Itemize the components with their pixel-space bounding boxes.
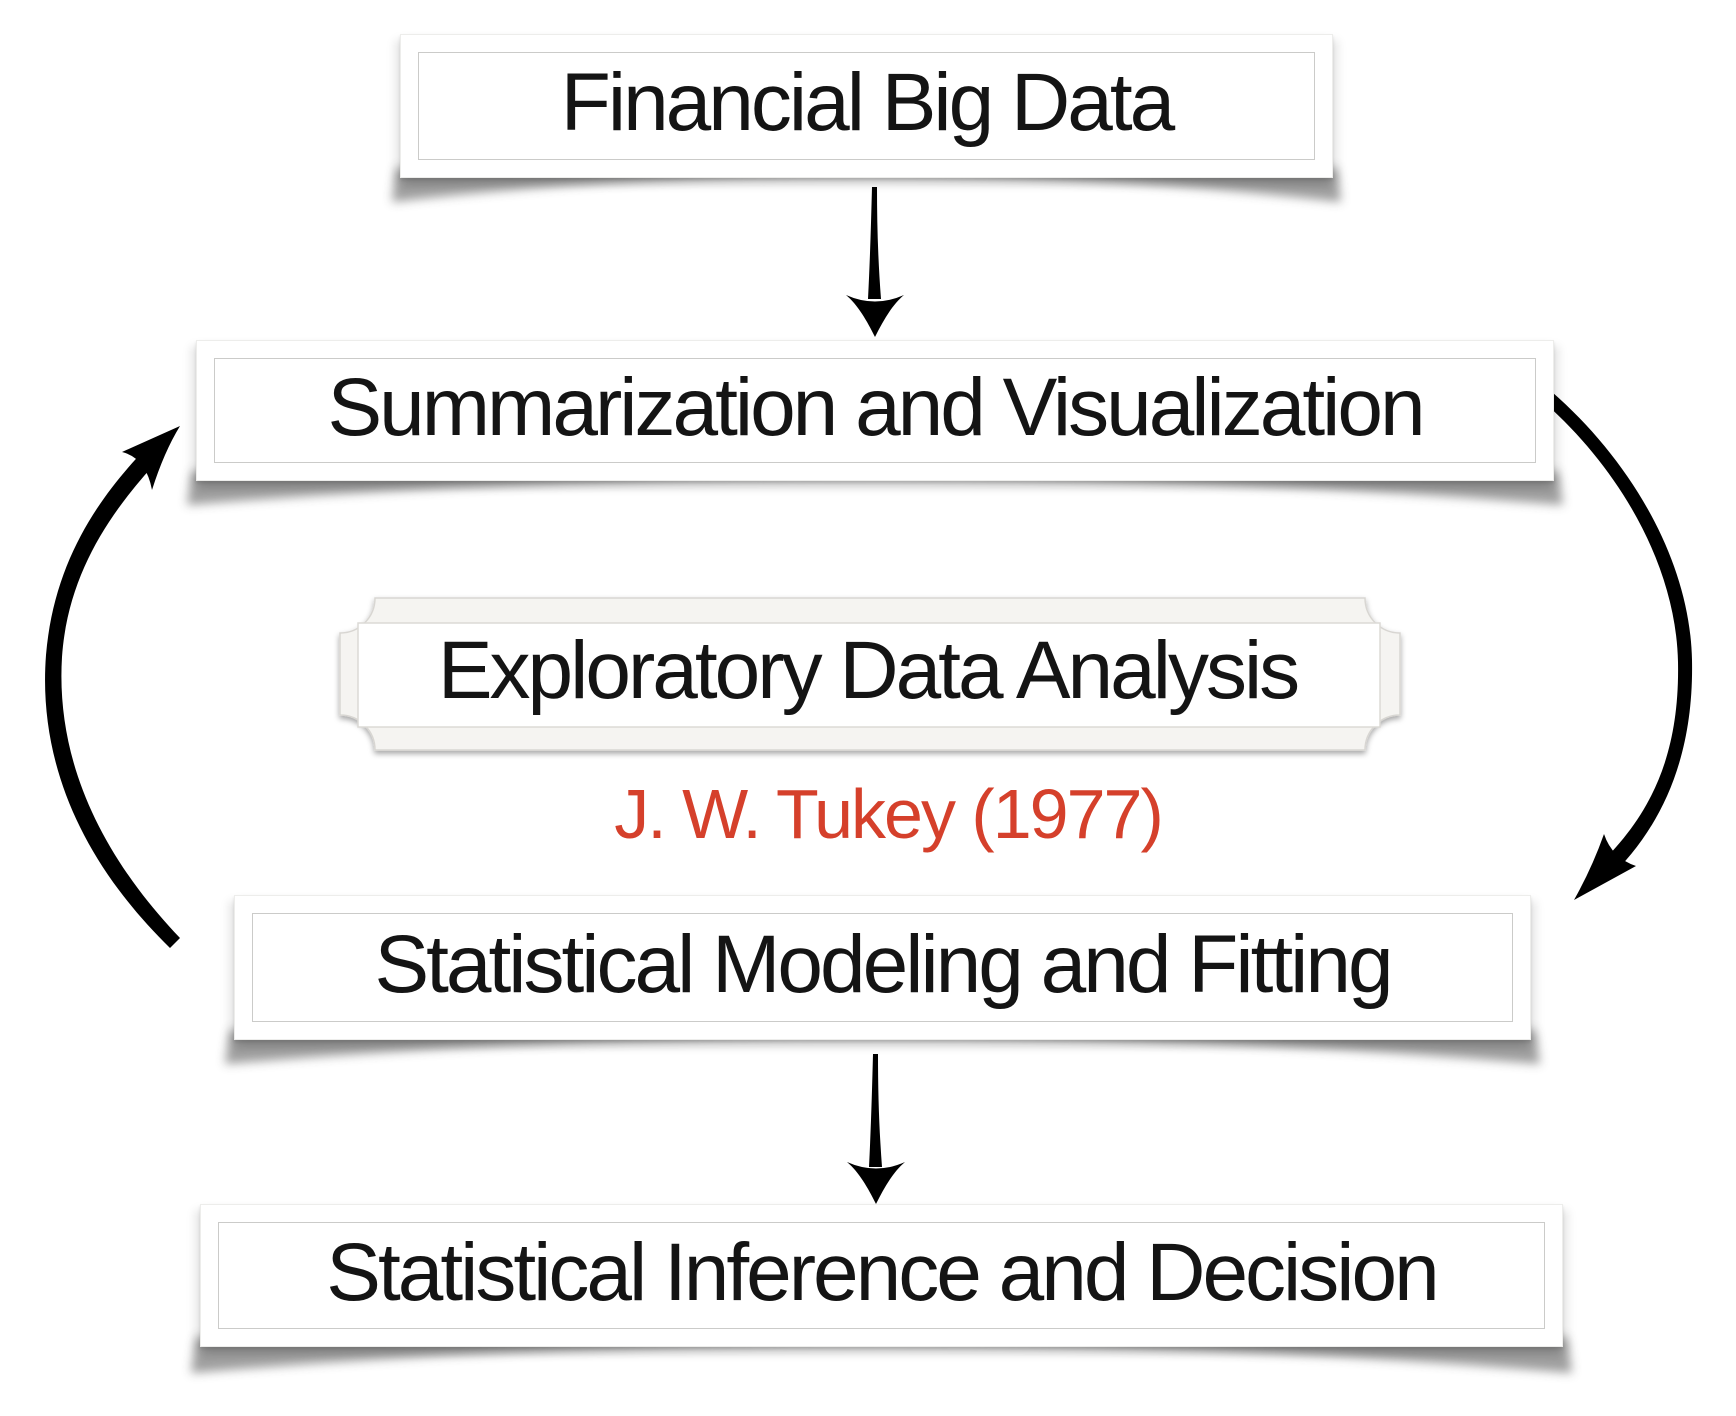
node-label-statistical-inference-and-decision: Statistical Inference and Decision bbox=[326, 1226, 1439, 1318]
node-label-financial-big-data: Financial Big Data bbox=[560, 57, 1175, 148]
cycle-arrow-right bbox=[1546, 392, 1693, 900]
citation-label: J. W. Tukey (1977) bbox=[614, 775, 1164, 853]
arrow-financial-to-summarization bbox=[846, 187, 904, 337]
arrow-modeling-to-inference bbox=[847, 1054, 905, 1204]
node-statistical-inference-and-decision: Statistical Inference and Decision bbox=[200, 1204, 1563, 1347]
node-financial-big-data: Financial Big Data bbox=[400, 34, 1333, 178]
node-summarization-and-visualization: Summarization and Visualization bbox=[196, 340, 1554, 481]
node-statistical-modeling-and-fitting: Statistical Modeling and Fitting bbox=[234, 895, 1531, 1040]
node-exploratory-data-analysis: Exploratory Data Analysis bbox=[335, 598, 1400, 750]
node-label-statistical-modeling-and-fitting: Statistical Modeling and Fitting bbox=[374, 918, 1393, 1010]
node-label-summarization-and-visualization: Summarization and Visualization bbox=[327, 361, 1425, 453]
cycle-arrow-left bbox=[45, 426, 180, 948]
citation-tukey-1977: J. W. Tukey (1977) bbox=[488, 766, 1288, 862]
node-label-exploratory-data-analysis: Exploratory Data Analysis bbox=[437, 625, 1300, 716]
eda-plaque-shape bbox=[339, 597, 1401, 751]
